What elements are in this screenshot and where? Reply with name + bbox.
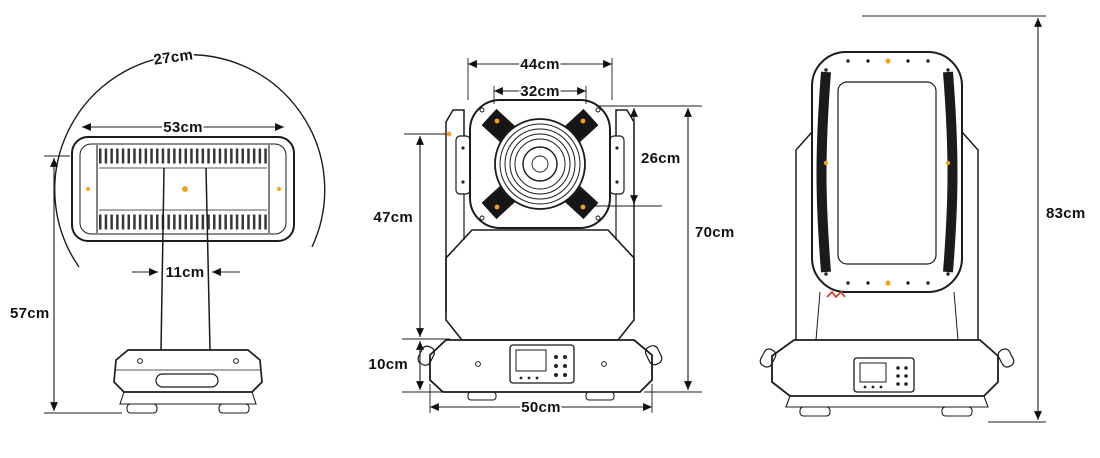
dim-head-height-26: 26cm bbox=[588, 105, 702, 207]
accent-dot bbox=[823, 160, 829, 166]
panel-button bbox=[904, 374, 908, 378]
body-front bbox=[445, 229, 635, 341]
yoke-arms-right bbox=[795, 131, 979, 341]
dim-fixture-height-70: 70cm bbox=[644, 108, 736, 393]
pan-swing-arc bbox=[54, 54, 326, 268]
base-foot bbox=[941, 406, 973, 417]
dim-total-height-83: 83cm bbox=[862, 15, 1087, 423]
accent-dot bbox=[885, 58, 891, 64]
dim-label-head-outer-width: 44cm bbox=[520, 56, 560, 73]
dim-label-base-width: 50cm bbox=[521, 399, 561, 416]
side-handle-right bbox=[644, 345, 663, 366]
side-bracket-left bbox=[455, 135, 471, 195]
accent-dot bbox=[86, 187, 90, 191]
dim-label-yoke-width: 11cm bbox=[166, 264, 205, 281]
dim-label-base-height: 10cm bbox=[368, 356, 408, 373]
accent-dot bbox=[945, 160, 951, 166]
dim-head-outer-width-44: 44cm bbox=[467, 54, 613, 100]
accent-dot bbox=[580, 204, 586, 210]
panel-button bbox=[563, 355, 567, 359]
display-screen bbox=[859, 362, 887, 383]
control-panel bbox=[509, 344, 575, 384]
base-front-view bbox=[417, 339, 663, 401]
base-foot bbox=[585, 391, 615, 401]
panel-button bbox=[563, 373, 567, 377]
side-handle-right bbox=[997, 348, 1015, 368]
panel-button bbox=[896, 366, 900, 370]
accent-dot bbox=[277, 187, 281, 191]
panel-button bbox=[896, 382, 900, 386]
base-foot bbox=[467, 391, 497, 401]
base-foot bbox=[799, 406, 831, 417]
dim-label-height-to-head: 57cm bbox=[10, 305, 50, 322]
dim-label-total-height: 83cm bbox=[1046, 205, 1086, 222]
side-handle-left bbox=[417, 345, 435, 366]
base-side-view bbox=[113, 349, 263, 414]
dim-height-57: 57cm bbox=[8, 155, 122, 414]
accent-dot bbox=[885, 280, 891, 286]
left-side-view: 53cm 27cm 11cm 57cm bbox=[8, 44, 326, 414]
dim-label-head-inner-width: 32cm bbox=[520, 83, 560, 100]
dim-head-inner-width-32: 32cm bbox=[493, 81, 587, 104]
dim-yoke-width-11: 11cm bbox=[132, 262, 240, 283]
head-vertical-view bbox=[811, 51, 963, 299]
dim-label-center-height: 47cm bbox=[373, 209, 413, 226]
dim-label-head-height: 26cm bbox=[641, 150, 681, 167]
head-side-band bbox=[816, 71, 831, 273]
side-bracket-right bbox=[609, 135, 625, 195]
tilt-pivot-dot bbox=[182, 186, 188, 192]
panel-button bbox=[563, 364, 567, 368]
dim-center-height-47: 47cm bbox=[371, 131, 452, 340]
panel-button bbox=[904, 382, 908, 386]
dim-base-width-50: 50cm bbox=[429, 384, 653, 418]
dim-label-head-width: 53cm bbox=[163, 119, 203, 136]
dim-label-swing-arc: 27cm bbox=[153, 46, 195, 68]
head-side-band bbox=[943, 71, 958, 273]
side-handle-left bbox=[759, 348, 777, 368]
accent-dot bbox=[494, 118, 500, 124]
lens-center bbox=[522, 146, 558, 182]
accent-dot bbox=[494, 204, 500, 210]
head-side-view bbox=[71, 136, 295, 242]
accent-dot bbox=[446, 131, 452, 137]
right-side-view: 83cm bbox=[759, 15, 1087, 423]
display-screen bbox=[515, 349, 547, 372]
base-handle-slot bbox=[155, 373, 219, 388]
red-marking bbox=[826, 290, 846, 299]
accent-dot bbox=[580, 118, 586, 124]
panel-button bbox=[554, 373, 558, 377]
dim-head-width-53: 53cm bbox=[82, 117, 284, 138]
panel-button bbox=[904, 366, 908, 370]
dim-base-height-10: 10cm bbox=[366, 341, 446, 393]
base-right-view bbox=[759, 339, 1015, 417]
dim-swing-arc-27: 27cm bbox=[151, 44, 197, 70]
base-foot bbox=[218, 403, 250, 414]
panel-button bbox=[554, 364, 558, 368]
head-front-view bbox=[455, 99, 625, 229]
panel-button bbox=[554, 355, 558, 359]
dim-label-fixture-height: 70cm bbox=[695, 224, 735, 241]
yoke-arm-side bbox=[160, 167, 211, 351]
control-panel bbox=[853, 357, 915, 393]
panel-button bbox=[896, 374, 900, 378]
front-view: 44cm 32cm 26cm 70cm 47cm bbox=[366, 54, 736, 418]
base-foot bbox=[126, 403, 158, 414]
